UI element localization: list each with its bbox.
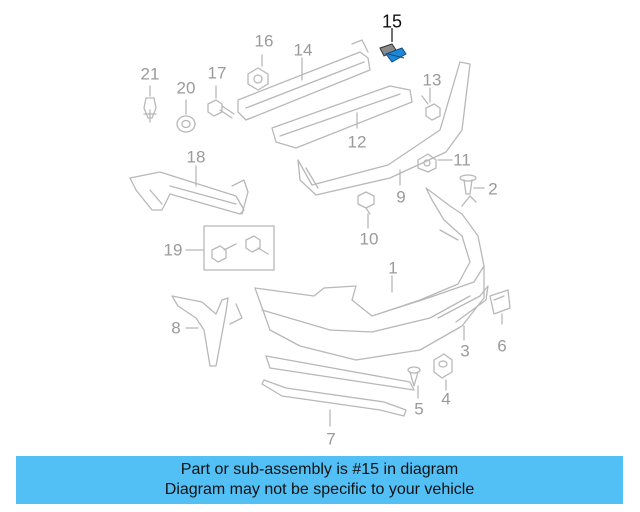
callout-8: 8 bbox=[171, 318, 181, 338]
callout-21: 21 bbox=[140, 64, 160, 84]
callout-1: 1 bbox=[388, 258, 398, 278]
part-7-lower-trim bbox=[261, 355, 415, 417]
part-10-bolt bbox=[357, 191, 375, 215]
banner-line-2: Diagram may not be specific to your vehi… bbox=[164, 481, 475, 498]
callout-7: 7 bbox=[326, 429, 336, 449]
part-21-clip bbox=[143, 97, 157, 123]
callout-13: 13 bbox=[422, 70, 442, 90]
callout-15: 15 bbox=[381, 11, 403, 32]
callout-3: 3 bbox=[460, 341, 470, 361]
callout-6: 6 bbox=[497, 336, 507, 356]
part-5-clip bbox=[407, 366, 421, 387]
banner-line-1: Part or sub-assembly is #15 in diagram bbox=[180, 461, 459, 478]
part-3-side-trim bbox=[437, 285, 489, 323]
parts-diagram bbox=[129, 28, 511, 427]
callout-16: 16 bbox=[254, 31, 274, 51]
part-14-reinforcement-bar bbox=[237, 39, 371, 121]
part-19-bolt-set bbox=[203, 225, 275, 271]
callout-12: 12 bbox=[347, 132, 367, 152]
callout-19: 19 bbox=[163, 240, 183, 260]
part-1-bumper-cover bbox=[254, 187, 485, 361]
part-6-cap bbox=[489, 289, 511, 315]
callout-4: 4 bbox=[441, 389, 451, 409]
part-16-nut bbox=[247, 67, 269, 91]
part-2-push-clip bbox=[459, 174, 477, 195]
part-20-grommet bbox=[176, 115, 196, 133]
part-13-bolt bbox=[421, 95, 441, 121]
callout-14: 14 bbox=[293, 40, 313, 60]
callout-20: 20 bbox=[176, 78, 196, 98]
callout-2: 2 bbox=[488, 179, 498, 199]
callout-17: 17 bbox=[207, 63, 227, 83]
callout-10: 10 bbox=[359, 229, 379, 249]
callout-5: 5 bbox=[414, 399, 424, 419]
info-banner: Part or sub-assembly is #15 in diagram D… bbox=[16, 456, 623, 504]
part-18-side-bracket bbox=[129, 171, 249, 215]
callout-9: 9 bbox=[396, 187, 406, 207]
callout-11: 11 bbox=[453, 150, 471, 170]
part-12-energy-absorber bbox=[271, 85, 413, 149]
callout-18: 18 bbox=[186, 147, 206, 167]
part-1-bracket bbox=[461, 195, 477, 207]
part-8-side-bracket bbox=[171, 295, 243, 367]
part-4-retainer bbox=[433, 353, 453, 379]
part-9-support-bracket bbox=[297, 61, 471, 196]
part-15-bolt-highlighted bbox=[379, 43, 407, 63]
part-17-bolt bbox=[207, 99, 235, 119]
part-11-nut bbox=[417, 153, 437, 173]
